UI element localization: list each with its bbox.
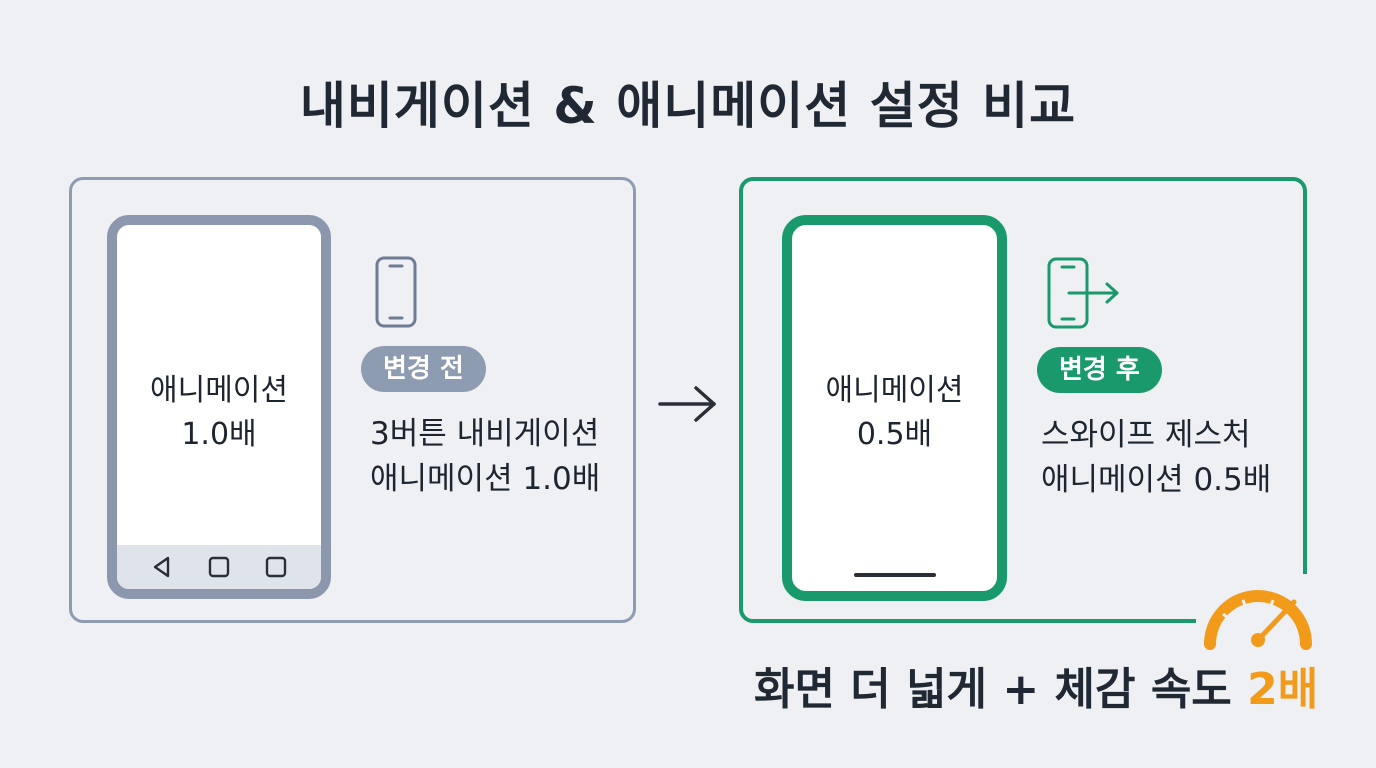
after-phone-line2: 0.5배 <box>856 417 933 452</box>
after-badge: 변경 후 <box>1037 347 1162 393</box>
three-button-navbar <box>117 545 321 589</box>
back-triangle-icon <box>153 556 170 578</box>
before-desc-line2: 애니메이션 1.0배 <box>370 461 601 497</box>
slogan-accent: 2배 <box>1247 664 1319 715</box>
gesture-bar <box>854 573 936 577</box>
before-phone-line2: 1.0배 <box>181 417 257 452</box>
after-phone-label: 애니메이션 0.5배 <box>792 369 997 457</box>
after-description: 스와이프 제스처 애니메이션 0.5배 <box>1041 413 1271 503</box>
before-phone-line1: 애니메이션 <box>150 373 288 408</box>
slogan: 화면 더 넓게 + 체감 속도 2배 <box>754 660 1318 720</box>
page-title: 내비게이션 & 애니메이션 설정 비교 <box>299 77 1077 135</box>
speedometer-icon <box>1196 574 1320 652</box>
before-panel: 애니메이션 1.0배 변경 전 3버튼 내비게이션 애니메이션 1.0배 <box>69 177 636 623</box>
smartphone-swipe-icon <box>1047 257 1119 329</box>
before-phone-mockup: 애니메이션 1.0배 <box>107 215 331 599</box>
after-desc-line2: 애니메이션 0.5배 <box>1041 462 1272 498</box>
before-badge: 변경 전 <box>361 346 486 392</box>
after-panel: 애니메이션 0.5배 변경 후 스와이프 제스처 애니메이션 0.5배 <box>739 177 1307 623</box>
before-desc-line1: 3버튼 내비게이션 <box>370 416 600 452</box>
home-square-icon <box>208 556 230 578</box>
recents-square-icon <box>265 556 287 578</box>
before-description: 3버튼 내비게이션 애니메이션 1.0배 <box>370 412 600 502</box>
after-desc-line1: 스와이프 제스처 <box>1041 417 1251 453</box>
after-phone-line1: 애니메이션 <box>825 373 964 408</box>
arrow-right-icon <box>658 386 716 422</box>
before-phone-label: 애니메이션 1.0배 <box>117 369 321 457</box>
after-phone-mockup: 애니메이션 0.5배 <box>782 215 1007 601</box>
smartphone-icon <box>375 256 417 328</box>
slogan-main: 화면 더 넓게 + 체감 속도 <box>754 664 1232 715</box>
